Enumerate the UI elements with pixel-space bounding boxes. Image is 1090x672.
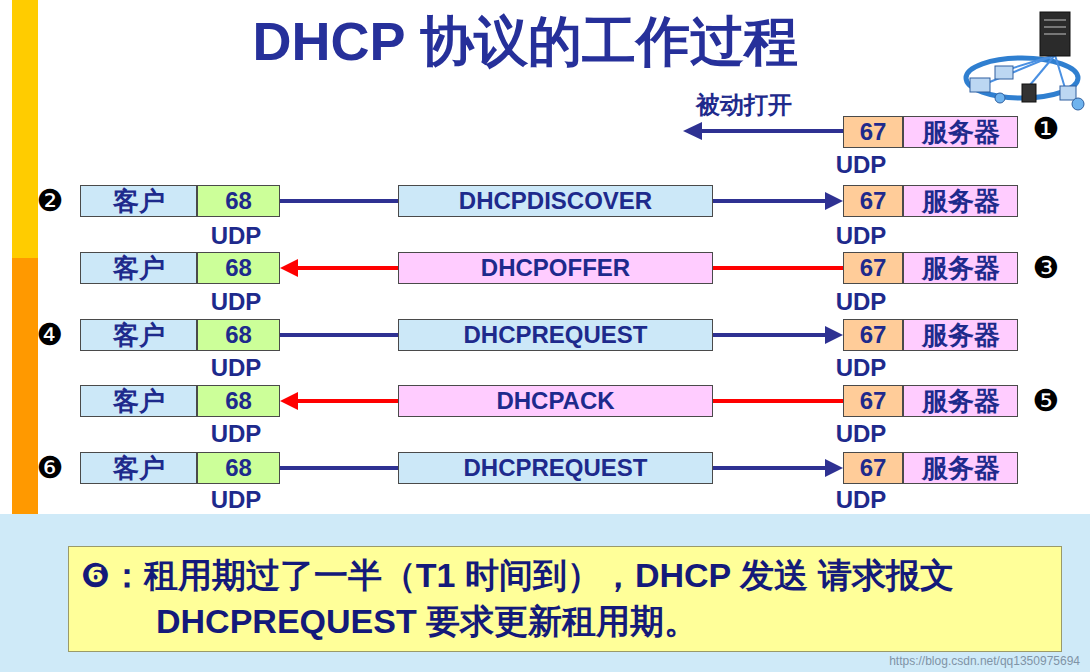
port-box: 67 [843,452,903,484]
port-box: 68 [197,185,280,217]
port-box: 67 [843,319,903,351]
server-box: 服务器 [903,385,1018,417]
node-text: 客户 [113,454,165,483]
message-box: DHCPREQUEST [398,319,713,351]
port-box: 68 [197,252,280,284]
message-box: DHCPOFFER [398,252,713,284]
node-text: 客户 [113,254,165,283]
node-text: 68 [225,455,252,481]
server-box: 服务器 [903,452,1018,484]
node-text: DHCPREQUEST [463,455,647,481]
node-text: 67 [860,388,887,414]
port-box: 67 [843,185,903,217]
callout-number: ❻ [30,453,70,483]
protocol-label: UDP [205,488,267,512]
message-box: DHCPACK [398,385,713,417]
protocol-label: UDP [205,422,267,446]
protocol-label: UDP [830,422,892,446]
callout-number: ❸ [1026,253,1066,283]
protocol-label: UDP [830,356,892,380]
message-arrow [280,335,398,336]
protocol-label: UDP [205,224,267,248]
protocol-label: UDP [830,290,892,314]
client-box: 客户 [80,385,197,417]
annotation: 被动打开 [696,93,816,117]
node-text: 服务器 [922,454,1000,483]
node-text: 67 [860,455,887,481]
note-box: ❻：租用期过了一半（T1 时间到），DHCP 发送 请求报文 DHCPREQUE… [68,546,1062,652]
node-text: DHCPREQUEST [463,322,647,348]
title: DHCP 协议的工作过程 [120,12,930,71]
port-box: 67 [843,385,903,417]
message-arrow [280,468,398,469]
node-text: DHCPDISCOVER [459,188,652,214]
node-text: 服务器 [922,118,1000,147]
server-box: 服务器 [903,252,1018,284]
node-text: 客户 [113,187,165,216]
protocol-label: UDP [830,488,892,512]
node-text: 67 [860,188,887,214]
node-text: 服务器 [922,187,1000,216]
protocol-label: UDP [830,153,892,177]
message-arrow [713,459,843,477]
client-box: 客户 [80,452,197,484]
node-text: 客户 [113,321,165,350]
message-arrow [713,192,843,210]
node-text: 客户 [113,387,165,416]
protocol-label: UDP [830,224,892,248]
message-arrow [280,201,398,202]
message-arrow [713,326,843,344]
left-bar-yellow [12,0,38,258]
node-text: 68 [225,388,252,414]
node-text: 服务器 [922,321,1000,350]
node-text: 68 [225,322,252,348]
node-text: 67 [860,119,887,145]
message-box: DHCPDISCOVER [398,185,713,217]
node-text: 67 [860,255,887,281]
node-text: ❻：租用期过了一半（T1 时间到），DHCP 发送 请求报文 DHCPREQUE… [81,553,958,645]
port-box: 67 [843,116,903,148]
node-text: 服务器 [922,387,1000,416]
port-box: 68 [197,385,280,417]
callout-number: ❶ [1026,114,1066,144]
node-text: 服务器 [922,254,1000,283]
node-text: 68 [225,255,252,281]
callout-number: ❹ [30,320,70,350]
node-text: DHCPACK [496,388,614,414]
left-bar-orange [12,258,38,514]
server-box: 服务器 [903,319,1018,351]
protocol-label: UDP [205,356,267,380]
callout-number: ❷ [30,186,70,216]
client-box: 客户 [80,252,197,284]
node-text: 67 [860,322,887,348]
message-arrow [713,401,843,402]
message-arrow [280,392,398,410]
port-box: 68 [197,452,280,484]
node-text: 68 [225,188,252,214]
client-box: 客户 [80,185,197,217]
watermark: https://blog.csdn.net/qq1350975694 [780,655,1080,667]
message-arrow [713,268,843,269]
port-box: 68 [197,319,280,351]
message-box: DHCPREQUEST [398,452,713,484]
server-box: 服务器 [903,116,1018,148]
server-box: 服务器 [903,185,1018,217]
client-box: 客户 [80,319,197,351]
message-arrow [280,259,398,277]
port-box: 67 [843,252,903,284]
protocol-label: UDP [205,290,267,314]
node-text: DHCPOFFER [481,255,630,281]
callout-number: ❺ [1026,386,1066,416]
